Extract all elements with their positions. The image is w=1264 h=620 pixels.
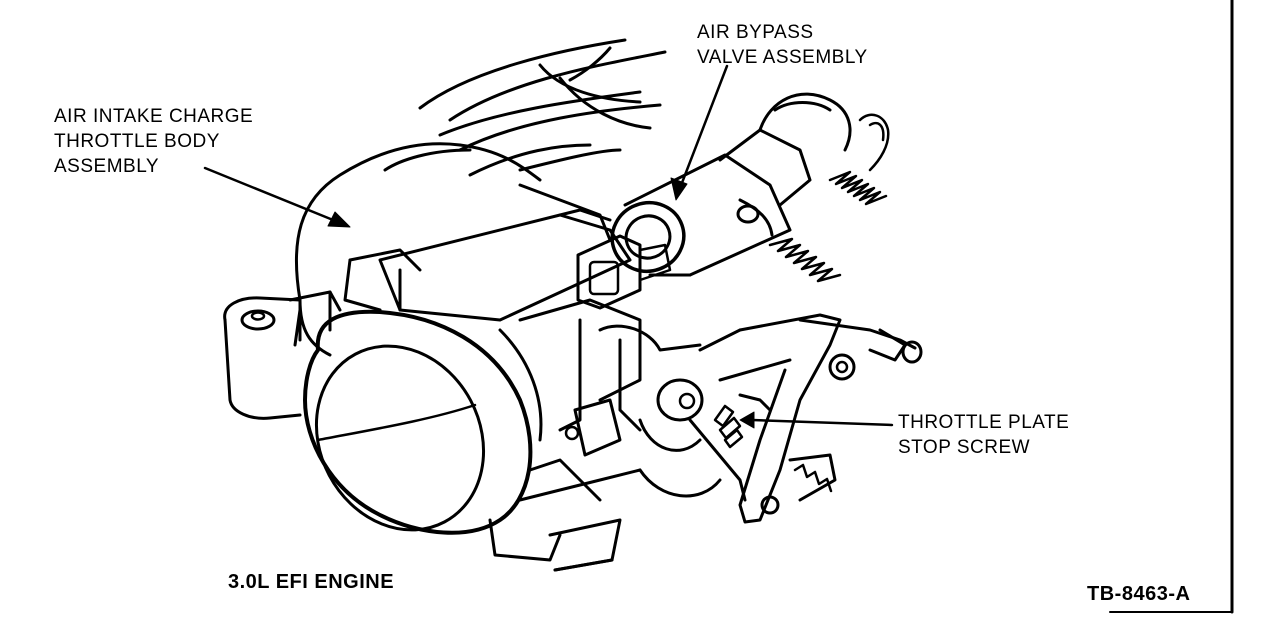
- bypass-label-line2: VALVE ASSEMBLY: [697, 47, 868, 68]
- intake-manifold: [418, 38, 667, 177]
- figure-id: TB-8463-A: [1087, 583, 1191, 605]
- bypass-label-line1: AIR BYPASS: [697, 22, 814, 43]
- intake-label-line3: ASSEMBLY: [54, 156, 160, 177]
- mounting-boss: [223, 290, 342, 420]
- leader-arrows: [203, 64, 894, 429]
- intake-label-line1: AIR INTAKE CHARGE: [54, 106, 254, 127]
- stop-screw-arrowhead: [739, 411, 755, 429]
- bypass-leader-line: [678, 64, 729, 190]
- intake-label-line2: THROTTLE BODY: [54, 131, 220, 152]
- intake-assembly-label: AIR INTAKE CHARGE THROTTLE BODY ASSEMBLY: [54, 104, 253, 179]
- intake-arrowhead: [327, 211, 351, 228]
- throttle-bore: [303, 309, 543, 535]
- lower-housing: [488, 298, 722, 572]
- bypass-valve: [610, 92, 852, 277]
- stop-screw-label-line2: STOP SCREW: [898, 437, 1031, 458]
- bypass-valve-label: AIR BYPASS VALVE ASSEMBLY: [697, 20, 868, 70]
- stop-screw-label-line1: THROTTLE PLATE: [898, 412, 1070, 433]
- stop-screw-leader-line: [750, 418, 894, 427]
- intake-leader-line: [203, 166, 340, 224]
- throttle-lever: [698, 313, 923, 524]
- throttle-body-housing: [294, 142, 632, 357]
- electrical-connector: [576, 234, 672, 310]
- return-springs: [768, 113, 890, 283]
- stop-screw-label: THROTTLE PLATE STOP SCREW: [898, 410, 1069, 460]
- stop-screw-assembly: [656, 378, 837, 515]
- bypass-arrowhead: [670, 177, 688, 201]
- engine-caption: 3.0L EFI ENGINE: [228, 571, 395, 593]
